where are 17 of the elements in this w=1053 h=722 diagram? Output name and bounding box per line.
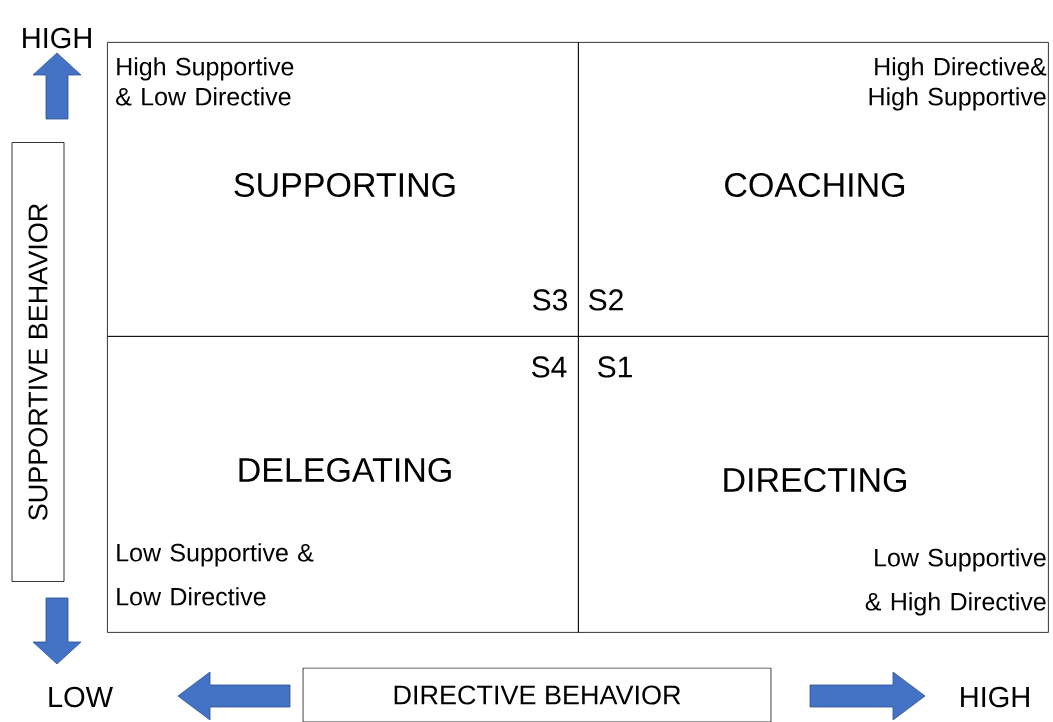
quadrant-text: Low Supportive & Low Directive	[117, 543, 314, 606]
axis-label: HIGH	[23, 27, 91, 49]
quadrant-text: S2	[589, 289, 623, 311]
quadrant-text: DIRECTING	[724, 467, 906, 493]
quadrant-text: SUPPORTING	[234, 172, 455, 198]
quadrant-text: S1	[598, 356, 632, 378]
quadrant-text: Low Supportive & High Directive	[865, 548, 1046, 616]
axis-box: SUPPORTIVE BEHAVIOR	[11, 142, 65, 582]
quadrant-text: DELEGATING	[239, 457, 451, 483]
axis-label: LOW	[49, 686, 113, 708]
quadrant-text: S4	[532, 356, 567, 378]
quadrant-text: COACHING	[725, 172, 905, 198]
axis-label: HIGH	[961, 686, 1029, 708]
quadrant-text: High Supportive & Low Directive	[116, 57, 294, 106]
quadrant-text: High Directive& High Supportive	[869, 57, 1047, 111]
axis-box: DIRECTIVE BEHAVIOR	[302, 667, 772, 722]
quadrant-text: S3	[533, 289, 568, 311]
